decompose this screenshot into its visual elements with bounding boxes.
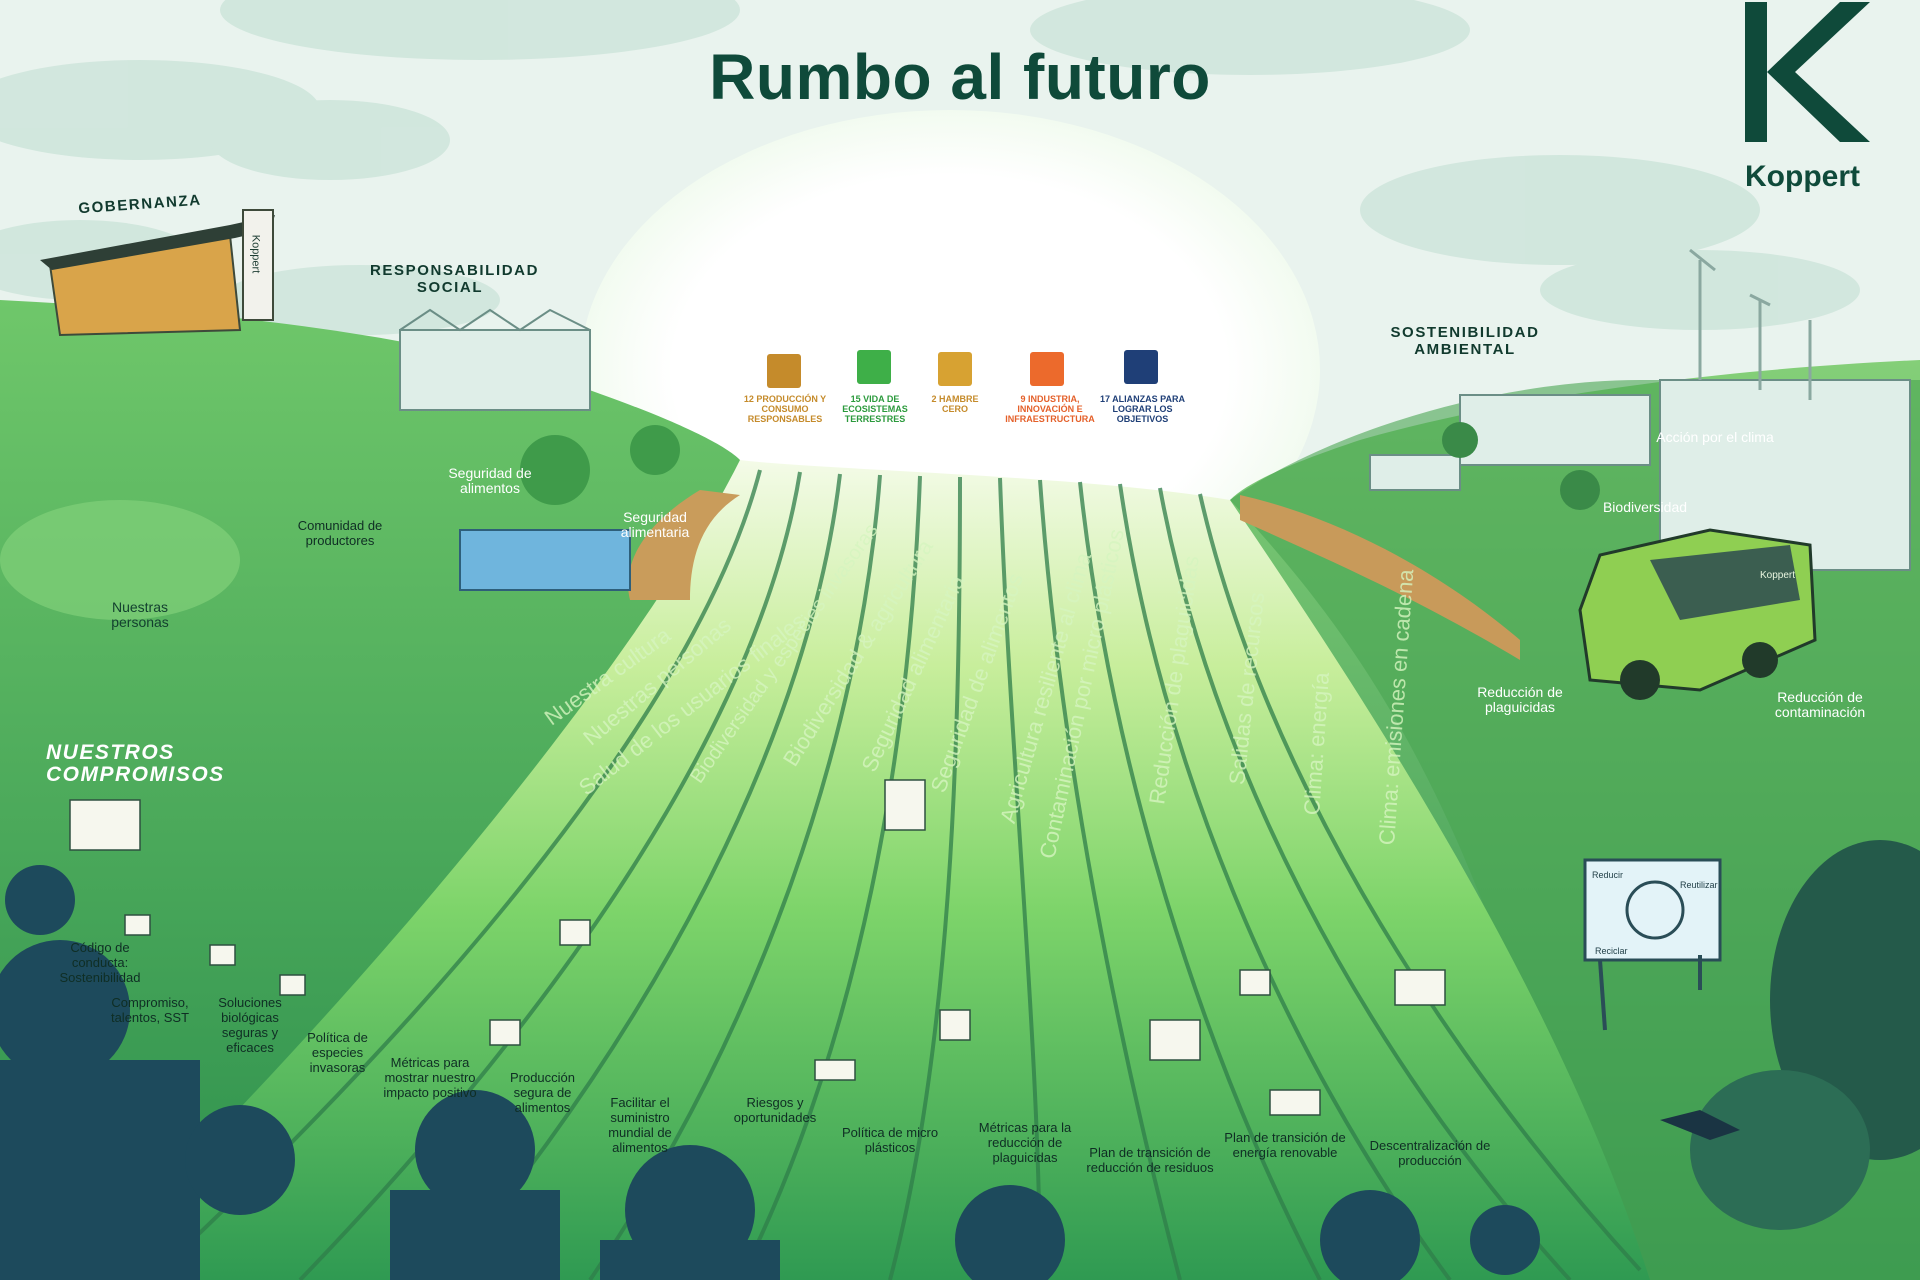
commitment-metricas-plaguicidas: Métricas para la reducción de plaguicida… — [978, 1120, 1072, 1165]
road — [70, 460, 1650, 1280]
bush-right — [1690, 840, 1920, 1230]
lane-lines — [148, 469, 1642, 1280]
building-sign: Koppert — [249, 234, 262, 274]
koppert-k-logo-icon — [1745, 2, 1870, 142]
sdg-12-icon — [767, 354, 801, 388]
section-social: RESPONSABILIDAD SOCIAL — [370, 262, 540, 296]
sdg-17-label: 17 ALIANZAS PARA LOGRAR LOS OBJETIVOS — [1100, 394, 1186, 424]
sdg-12-label: 12 PRODUCCIÓN Y CONSUMO RESPONSABLES — [743, 394, 827, 424]
commitment-icons — [69, 779, 1446, 1116]
commitment-produccion: Producción segura de alimentos — [509, 1070, 576, 1115]
recycle-sign — [1583, 858, 1722, 1031]
sdg-2-icon — [938, 352, 972, 386]
label-reduccion-contaminacion: Reducción de contaminación — [1774, 689, 1866, 720]
sdg-15-label: 15 VIDA DE ECOSISTEMAS TERRESTRES — [842, 394, 908, 424]
brand-wordmark: Koppert — [1745, 160, 1860, 193]
label-biodiversidad: Biodiversidad — [1602, 499, 1688, 515]
commitment-especies: Política de especies invasoras — [307, 1030, 368, 1075]
commitment-suministro: Facilitar el suministro mundial de alime… — [608, 1095, 672, 1155]
commitment-metricas-impacto: Métricas para mostrar nuestro impacto po… — [383, 1055, 477, 1100]
sdg-9-icon — [1030, 352, 1064, 386]
sdg-2-label: 2 HAMBRE CERO — [931, 394, 979, 414]
crowd — [0, 865, 1540, 1280]
people-circle — [0, 500, 240, 620]
picnic-table — [459, 529, 631, 591]
page-title: Rumbo al futuro — [709, 41, 1211, 113]
van-sign: Koppert — [1760, 570, 1796, 581]
sdg-15-icon — [857, 350, 891, 384]
label-nuestras-personas: Nuestras personas — [111, 599, 169, 630]
commitment-residuos: Plan de transición de reducción de resid… — [1086, 1145, 1214, 1175]
delivery-van — [1578, 528, 1817, 700]
headquarters-building — [40, 209, 275, 337]
label-accion-clima: Acción por el clima — [1656, 429, 1774, 445]
sign-reducir: Reducir — [1592, 870, 1624, 880]
bird — [1660, 1110, 1740, 1140]
section-environmental: SOSTENIBILIDAD AMBIENTAL — [1390, 324, 1540, 358]
commitment-compromiso: Compromiso, talentos, SST — [110, 995, 190, 1025]
label-seguridad-alimentaria: Seguridad alimentaria — [620, 509, 690, 540]
commitment-soluciones: Soluciones biológicas seguras y eficaces — [218, 995, 282, 1055]
section-commitments: NUESTROS COMPROMISOS — [46, 741, 225, 786]
field-left — [628, 490, 740, 600]
commitment-micro-plasticos: Política de micro plásticos — [841, 1125, 939, 1155]
field-right — [1240, 495, 1520, 660]
sdg-9-label: 9 INDUSTRIA, INNOVACIÓN E INFRAESTRUCTUR… — [1005, 394, 1095, 424]
label-seguridad-alimentos: Seguridad de alimentos — [448, 465, 532, 496]
sign-reciclar: Reciclar — [1595, 946, 1628, 956]
commitment-descentralizacion: Descentralización de producción — [1369, 1138, 1491, 1168]
commitment-energia: Plan de transición de energía renovable — [1224, 1130, 1346, 1160]
commitment-codigo: Código de conducta: Sostenibilidad — [59, 940, 141, 985]
label-comunidad: Comunidad de productores — [297, 518, 383, 548]
greenhouses — [399, 308, 1911, 571]
label-reduccion-plaguicidas: Reducción de plaguicidas — [1477, 684, 1563, 715]
sign-reutilizar: Reutilizar — [1680, 880, 1718, 890]
sdg-17-icon — [1124, 350, 1158, 384]
trees — [520, 422, 1600, 510]
commitment-riesgos: Riesgos y oportunidades — [733, 1095, 817, 1125]
wind-turbines — [1689, 248, 1812, 400]
